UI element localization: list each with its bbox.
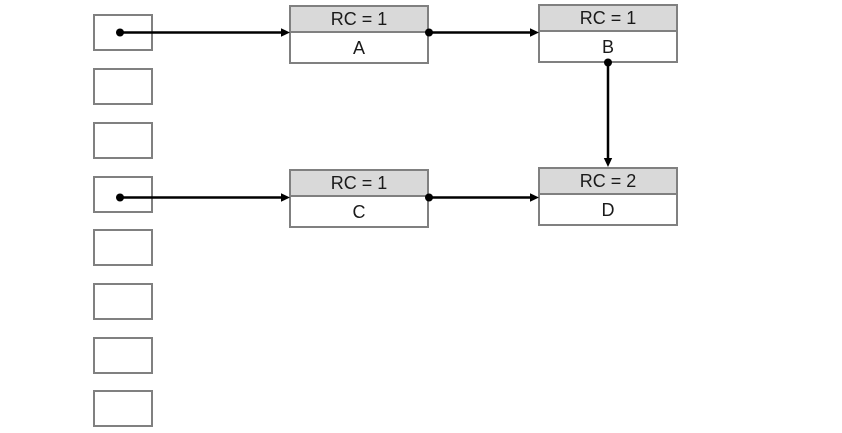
rc-header-D: RC = 2: [540, 169, 676, 195]
node-label-C: C: [352, 201, 366, 222]
stack-slot-2: [93, 122, 153, 159]
stack-slot-6: [93, 337, 153, 374]
edge-A-to-B: [425, 28, 539, 37]
stack-slot-3: [93, 176, 153, 213]
heap-node-B: RC = 1 B: [538, 4, 678, 63]
heap-node-C: RC = 1 C: [289, 169, 429, 228]
heap-node-D: RC = 2 D: [538, 167, 678, 226]
arrowhead-icon: [603, 158, 613, 167]
stack-slot-7: [93, 390, 153, 427]
edge-C-to-D: [425, 193, 539, 202]
rc-header-A: RC = 1: [291, 7, 427, 33]
stack-slot-1: [93, 68, 153, 105]
stack-slot-5: [93, 283, 153, 320]
node-label-A: A: [352, 37, 365, 58]
rc-header-B: RC = 1: [540, 6, 676, 32]
rc-header-C: RC = 1: [291, 171, 427, 197]
node-label-B: B: [601, 36, 614, 57]
stack-slot-4: [93, 229, 153, 266]
heap-node-A: RC = 1 A: [289, 5, 429, 64]
node-label-D: D: [601, 199, 615, 220]
edge-B-to-D: [603, 58, 613, 167]
stack-slot-0: [93, 14, 153, 51]
